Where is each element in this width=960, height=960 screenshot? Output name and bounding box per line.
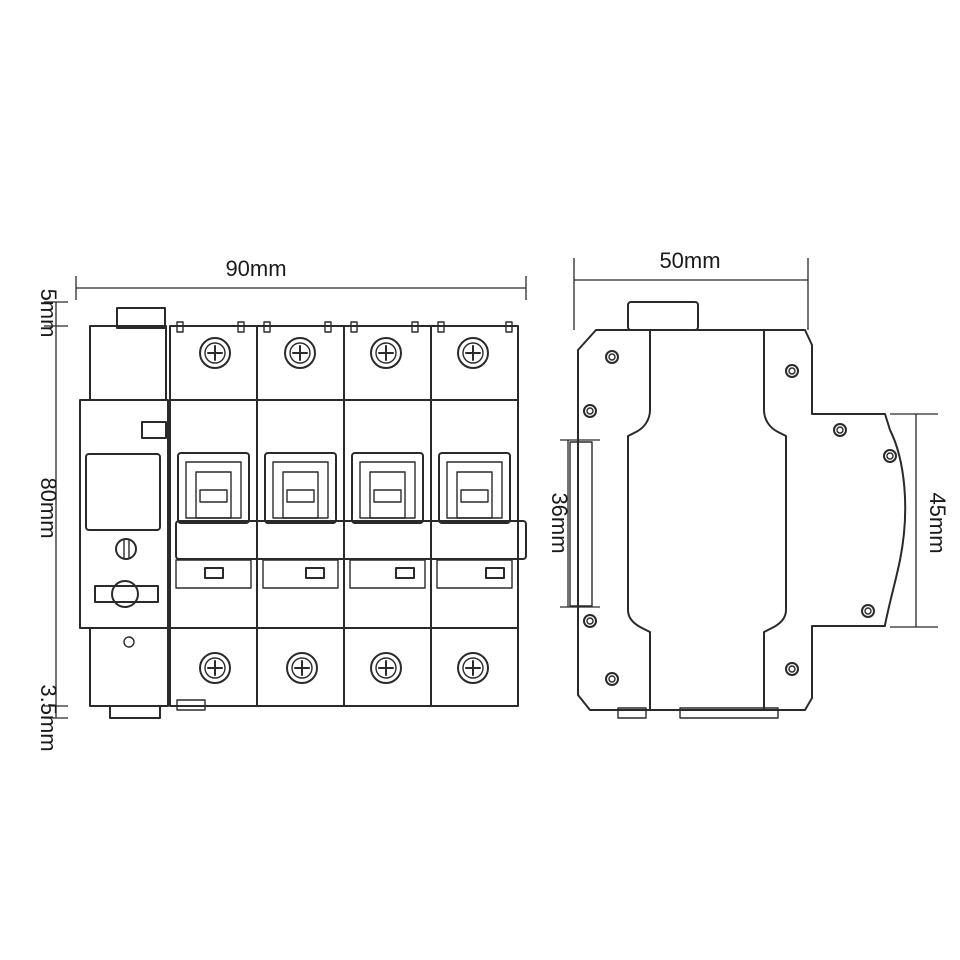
- front-view: 90mm 5mm 80mm 3.5mm: [36, 256, 527, 752]
- label-36mm: 36mm: [547, 492, 572, 553]
- label-5mm: 5mm: [36, 289, 61, 338]
- dimension-width-90mm: 90mm: [75, 256, 527, 300]
- dimension-depth-50mm: 50mm: [573, 248, 809, 330]
- rivet-icons: [583, 350, 897, 686]
- side-view: 50mm 36mm: [547, 248, 950, 719]
- label-90mm: 90mm: [225, 256, 286, 281]
- pole-module-1: [169, 321, 258, 711]
- bottom-terminal-screw-icon: [199, 652, 231, 684]
- pole-module-3: [343, 321, 432, 707]
- bottom-terminal-screw-icon: [370, 652, 402, 684]
- dimension-left-vertical: 5mm 80mm 3.5mm: [36, 289, 68, 752]
- label-45mm: 45mm: [925, 492, 950, 553]
- label-3-5mm: 3.5mm: [36, 684, 61, 751]
- side-inner-profile: [627, 329, 651, 711]
- bottom-terminal-screw-icon: [286, 652, 318, 684]
- label-50mm: 50mm: [659, 248, 720, 273]
- top-terminal-screw-icon: [457, 337, 489, 369]
- top-terminal-screw-icon: [284, 337, 316, 369]
- side-body-outline: [577, 329, 907, 711]
- pole-module-2: [256, 321, 345, 707]
- label-80mm: 80mm: [36, 477, 61, 538]
- auxiliary-module: [79, 307, 169, 719]
- dimension-front-45mm: 45mm: [890, 413, 950, 628]
- bottom-terminal-screw-icon: [457, 652, 489, 684]
- dimension-rail-36mm: 36mm: [547, 439, 600, 608]
- pole-module-4: [430, 321, 519, 707]
- top-terminal-screw-icon: [199, 337, 231, 369]
- handle-tie-bar: [175, 520, 527, 560]
- top-terminal-screw-icon: [370, 337, 402, 369]
